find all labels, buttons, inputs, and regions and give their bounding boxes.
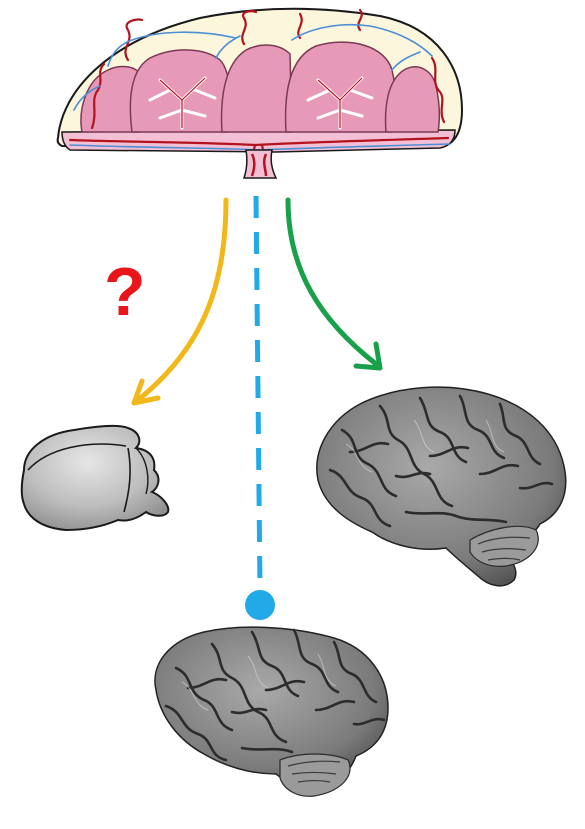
mouse-brain-icon (20, 424, 170, 532)
arrow-to-mouse-brain (131, 197, 229, 406)
arrow-to-human-brain (285, 197, 383, 371)
human-brain-right (316, 386, 567, 587)
placenta-umbilical-cord (242, 149, 278, 179)
placenta-illustration (56, 7, 464, 179)
placenta-lobules (80, 41, 441, 133)
human-brain-bottom (154, 626, 389, 797)
question-mark-label: ? (104, 254, 146, 330)
dashed-link-to-bottom-brain (245, 195, 275, 620)
dashed-link-endpoint (245, 590, 275, 620)
